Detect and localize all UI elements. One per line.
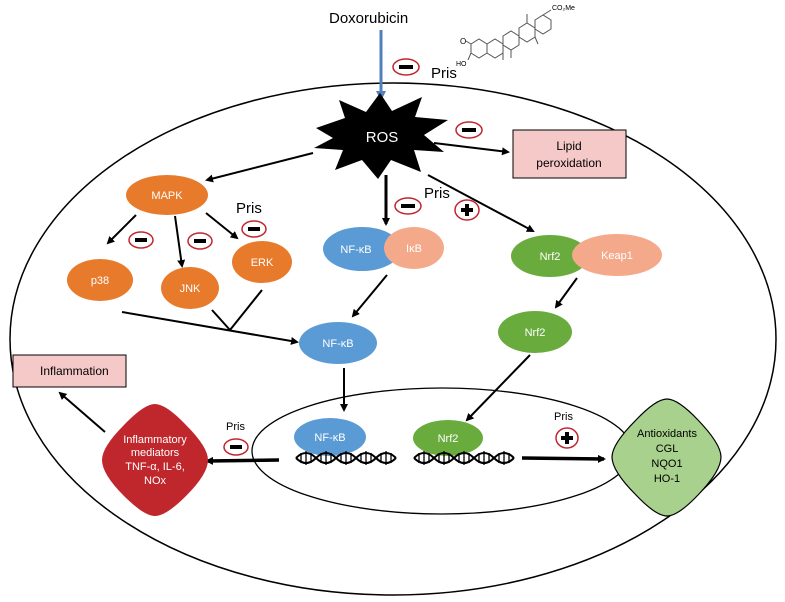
pris-label-mapk: Pris xyxy=(236,200,262,217)
jnk-node xyxy=(161,267,219,309)
nfkb-node-free xyxy=(299,322,377,364)
dna-helix-right-icon xyxy=(413,451,515,465)
nrf2-node-nucleus xyxy=(413,420,483,456)
antioxidants-line-2: CGL xyxy=(656,443,679,455)
dna-to-mediators-arrow xyxy=(205,456,280,465)
erk-label: ERK xyxy=(251,257,274,269)
mediators-to-inflammation-arrow xyxy=(58,391,106,433)
mediators-line-3: TNF-α, IL-6, xyxy=(125,461,185,473)
mediators-line-1: Inflammatory xyxy=(123,434,187,446)
nfkb-release-arrow xyxy=(351,274,388,318)
keap1-node xyxy=(572,234,662,276)
nrf2-label-cytoplasm: Nrf2 xyxy=(540,251,561,263)
pris-label: Pris xyxy=(431,65,457,82)
minus-icon xyxy=(223,438,249,456)
mediators-line-4: NOx xyxy=(144,475,167,487)
keap1-label: Keap1 xyxy=(601,250,633,262)
nrf2-release-arrow xyxy=(554,277,578,309)
hydroxy-label: HO xyxy=(456,61,467,68)
lipid-label-1: Lipid xyxy=(556,139,581,153)
nfkb-label-cytoplasm: NF-κB xyxy=(340,244,371,256)
antioxidants-line-3: NQO1 xyxy=(651,458,682,470)
ros-to-lipid-arrow xyxy=(433,142,510,156)
erk-converge-line xyxy=(229,289,263,331)
ros-to-mapk-arrow xyxy=(205,152,314,183)
antioxidants-line-1: Antioxidants xyxy=(637,428,697,440)
mediators-line-2: mediators xyxy=(131,447,180,459)
mapk-to-p38-arrow xyxy=(106,214,137,245)
minus-icon xyxy=(455,121,483,139)
antioxidants-node xyxy=(611,398,722,517)
nrf2-node-cytoplasm xyxy=(511,235,589,277)
mapk-node xyxy=(126,175,208,215)
nfkb-label-nucleus: NF-κB xyxy=(314,432,345,444)
oxo-label: O xyxy=(460,37,466,46)
inflammation-box xyxy=(12,354,127,388)
p38-to-nfkb-arrow xyxy=(121,311,299,345)
dna-to-antioxidants-arrow xyxy=(521,454,606,463)
pris-label-antioxidants: Pris xyxy=(554,411,573,423)
p38-node xyxy=(67,259,133,301)
jnk-label: JNK xyxy=(180,283,201,295)
minus-icon xyxy=(128,231,154,249)
plus-icon xyxy=(555,427,579,449)
nrf2-label-nucleus: Nrf2 xyxy=(438,433,459,445)
minus-icon xyxy=(187,232,213,250)
lipid-label-2: peroxidation xyxy=(536,156,601,170)
co2me-label: CO₂Me xyxy=(552,5,575,12)
inflammatory-mediators-node xyxy=(102,404,208,516)
inflammation-label: Inflammation xyxy=(40,364,109,378)
ros-to-nrf2-arrow xyxy=(427,174,535,232)
nfkb-node-nucleus xyxy=(294,418,366,456)
mapk-to-erk-arrow xyxy=(205,212,239,240)
chemical-structure-icon xyxy=(465,9,552,61)
minus-icon xyxy=(394,197,422,215)
ros-burst xyxy=(314,93,448,179)
jnk-converge-line xyxy=(211,309,231,331)
minus-icon xyxy=(392,58,420,76)
nrf2-translocation-arrow xyxy=(465,354,531,422)
pris-label-mediators: Pris xyxy=(226,421,245,433)
lipid-peroxidation-box xyxy=(512,129,627,179)
p38-label: p38 xyxy=(91,275,109,287)
ros-label: ROS xyxy=(366,129,399,146)
erk-node xyxy=(232,241,292,283)
ikb-node xyxy=(384,227,444,269)
nfkb-node-cytoplasm xyxy=(323,227,401,271)
antioxidants-line-4: HO-1 xyxy=(654,473,680,485)
nfkb-label-free: NF-κB xyxy=(322,338,353,350)
nrf2-label-free: Nrf2 xyxy=(525,327,546,339)
nrf2-node-free xyxy=(498,311,572,353)
ikb-label: IκB xyxy=(406,243,422,255)
pris-label-nfkb: Pris xyxy=(424,185,450,202)
mapk-to-jnk-arrow xyxy=(174,215,186,268)
doxorubicin-label: Doxorubicin xyxy=(329,10,408,27)
dna-helix-left-icon xyxy=(295,451,397,465)
mapk-label: MAPK xyxy=(151,190,183,202)
plus-icon xyxy=(454,199,480,221)
minus-icon xyxy=(241,220,267,238)
